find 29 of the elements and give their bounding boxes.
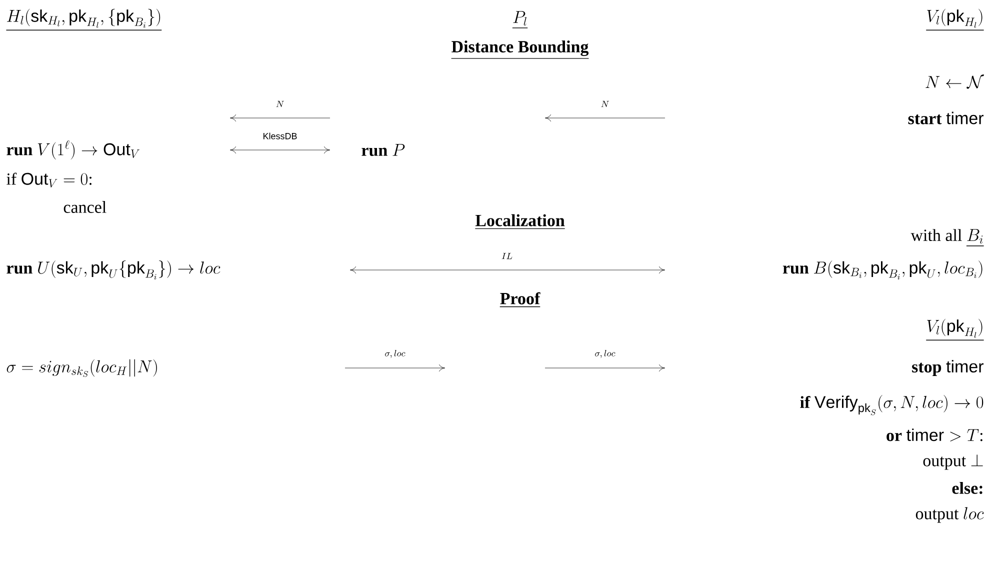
protocol-step: $\textbf{run}\ B(\mathsf{sk}_{B_i},\mathsf{pk}_{B_i},\mathsf{pk}_U,loc_{B_i})$	[782, 260, 982, 280]
protocol-step: $N\leftarrow\mathcal{N}$	[926, 74, 984, 89]
protocol-step: $\textbf{run}\ U(\mathsf{sk}_U,\mathsf{pk}_U\{\mathsf{pk}_{B_i}\})\to loc$	[6, 260, 220, 280]
party-heading: $H_l(\mathsf{sk}_{H_l},\mathsf{pk}_{H_l},\{\mathsf{pk}_{B_i}\})$	[6, 8, 162, 30]
protocol-step: $\text{with all }\underline{B_i}$	[910, 229, 984, 246]
protocol-step: $\textbf{run}\ V(1^{\ell})\to\mathsf{Out}_V$	[6, 140, 140, 160]
protocol-step: $\textbf{run}\ P$	[362, 144, 405, 156]
protocol-step: $\sigma=sign_{sk_S}(loc_H||N)$	[6, 359, 157, 377]
message-label: $\mathsf{KlessDB}$	[264, 132, 297, 140]
protocol-step: $\textbf{stop}\ \mathsf{timer}$	[912, 360, 984, 376]
protocol-step: $\textbf{if}\ \mathsf{Verify}_{\mathsf{pk}_S}(\sigma,N,loc)\to 0$	[800, 394, 984, 416]
protocol-step: $\text{output }\bot$	[923, 454, 983, 470]
protocol-step: $\textbf{start}\ \mathsf{timer}$	[908, 112, 984, 124]
message-label: $IL$	[502, 252, 512, 260]
protocol-step: $\text{cancel}$	[64, 201, 106, 213]
message-label: $\sigma,loc$	[385, 350, 406, 358]
party-heading: $V_l(\mathsf{pk}_{H_l})$	[926, 8, 984, 30]
message-label: $N$	[601, 100, 609, 108]
section-heading: Localization	[474, 214, 566, 230]
section-heading: Proof	[500, 292, 540, 308]
message-label: $\sigma,loc$	[595, 350, 616, 358]
protocol-step: $\textbf{or}\ \mathsf{timer}>T\text{:}$	[886, 428, 982, 442]
section-heading: Distance Bounding	[450, 40, 590, 59]
party-heading: $V_l(\mathsf{pk}_{H_l})$	[926, 318, 984, 340]
protocol-step: $\text{if }\mathsf{Out}_V=0\text{:}$	[6, 172, 92, 188]
message-label: $N$	[276, 100, 284, 108]
protocol-step: $\textbf{else:}$	[952, 482, 982, 494]
party-heading: $P_l$	[512, 11, 528, 28]
protocol-step: $\text{output }loc$	[916, 507, 984, 523]
